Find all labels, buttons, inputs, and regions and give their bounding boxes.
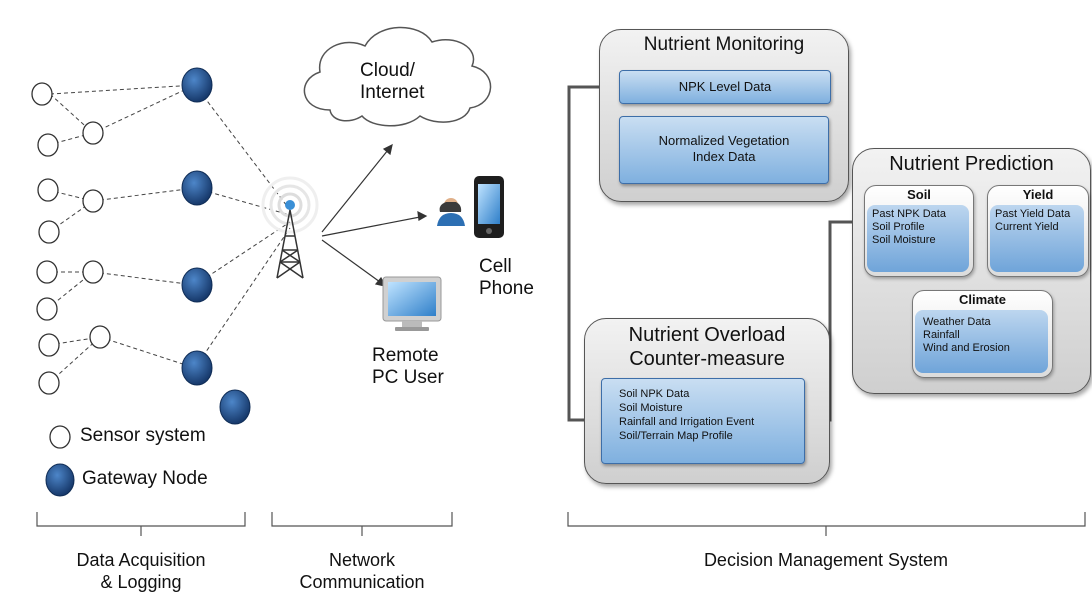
overload-item: Rainfall and Irrigation Event (619, 416, 755, 428)
gateway-node (181, 350, 213, 386)
nutrient-monitoring-panel: Nutrient Monitoring NPK Level Data Norma… (599, 29, 849, 202)
legend-sensor-icon (49, 425, 71, 449)
sensor-node (89, 325, 111, 349)
sensor-node (82, 189, 104, 213)
overload-item: Soil/Terrain Map Profile (619, 430, 733, 442)
monitor-icon (382, 276, 442, 331)
cell-phone-label: Cell Phone (479, 256, 534, 299)
nutrient-prediction-panel: Nutrient Prediction Soil Past NPK Data S… (852, 148, 1091, 394)
climate-data: Weather Data Rainfall Wind and Erosion (915, 310, 1048, 373)
section-label-dms: Decision Management System (703, 550, 949, 570)
nutrient-overload-panel: Nutrient Overload Counter-measure Soil N… (584, 318, 830, 484)
gateway-node (181, 170, 213, 206)
legend-gateway-label: Gateway Node (82, 468, 208, 489)
soil-data: Past NPK Data Soil Profile Soil Moisture (867, 205, 969, 272)
legend-gateway-icon (45, 463, 75, 497)
soil-title: Soil (907, 187, 931, 202)
user-icon (437, 198, 465, 226)
cell-phone-icon (474, 176, 504, 238)
nutrient-monitoring-title: Nutrient Monitoring (643, 34, 805, 55)
soil-box: Soil Past NPK Data Soil Profile Soil Moi… (864, 185, 974, 277)
sensor-node (31, 82, 53, 106)
cloud-label: Cloud/ Internet (360, 60, 425, 103)
cloud-icon (303, 26, 492, 127)
ndvi-box: Normalized Vegetation Index Data (619, 116, 829, 184)
sensor-node (82, 121, 104, 145)
overload-item: Soil Moisture (619, 402, 683, 414)
yield-title: Yield (1022, 187, 1054, 202)
network-arrows (321, 143, 428, 287)
nutrient-overload-title: Nutrient Overload Counter-measure (628, 324, 786, 370)
overload-item: Soil NPK Data (619, 388, 690, 400)
npk-level-box: NPK Level Data (619, 70, 831, 104)
sensor-node (38, 371, 60, 395)
gateway-node (181, 67, 213, 103)
gateway-node (219, 389, 251, 425)
nutrient-prediction-title: Nutrient Prediction (889, 153, 1054, 175)
legend-sensor-label: Sensor system (80, 425, 206, 446)
gateway-node (181, 267, 213, 303)
overload-data-box: Soil NPK Data Soil Moisture Rainfall and… (601, 378, 805, 464)
sensor-node (82, 260, 104, 284)
sensor-node (36, 260, 58, 284)
yield-data: Past Yield Data Current Yield (990, 205, 1084, 272)
yield-box: Yield Past Yield Data Current Yield (987, 185, 1089, 277)
sensor-node (36, 297, 58, 321)
section-label-network: Network Communication (299, 550, 425, 592)
section-braces (36, 512, 1086, 536)
sensor-nodes (31, 82, 111, 395)
climate-box: Climate Weather Data Rainfall Wind and E… (912, 290, 1053, 378)
gateway-nodes (181, 67, 251, 425)
sensor-node (38, 333, 60, 357)
sensor-node (38, 220, 60, 244)
sensor-node (37, 133, 59, 157)
antenna-tower-icon (261, 176, 319, 279)
section-label-acquisition: Data Acquisition & Logging (76, 550, 206, 592)
remote-pc-label: Remote PC User (372, 345, 444, 388)
climate-title: Climate (959, 292, 1006, 307)
sensor-node (37, 178, 59, 202)
